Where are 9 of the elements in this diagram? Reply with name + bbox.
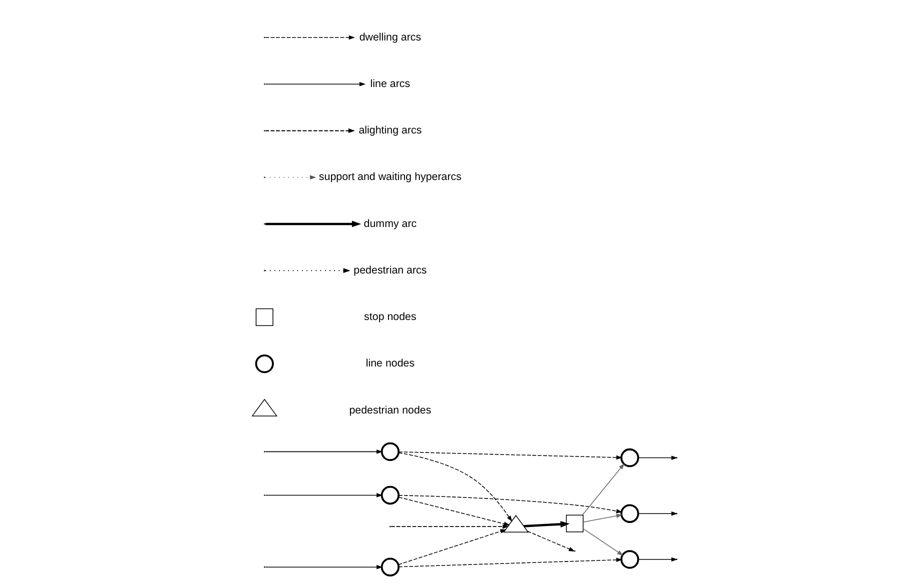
legend-label: dummy arc [363,218,416,230]
legend-label: dwelling arcs [358,31,421,44]
legend-label: line arcs [370,78,410,90]
legend-label: line nodes [365,358,414,370]
legend-label: pedestrian nodes [348,404,431,416]
legend-label: support and waiting hyperarcs [318,171,462,184]
legend-label: alighting arcs [358,124,422,137]
legend-label: stop nodes [364,311,416,324]
legend-label: pedestrian arcs [353,264,426,276]
